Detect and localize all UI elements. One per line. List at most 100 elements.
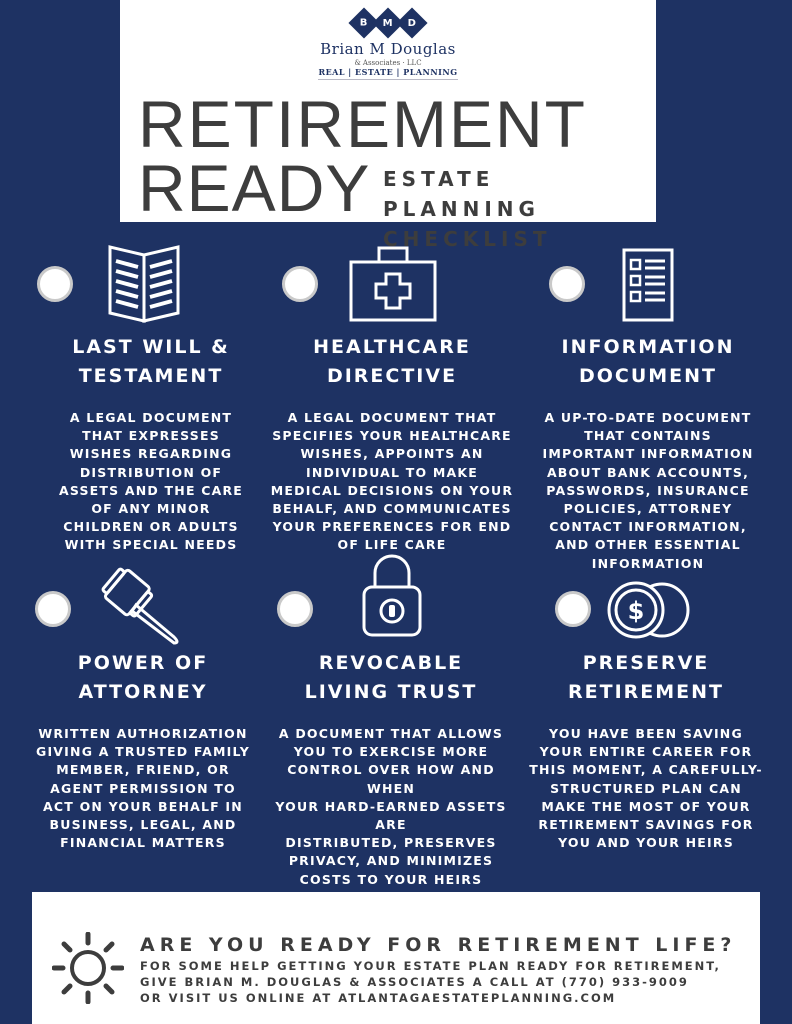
subtitle-line2: CHECKLIST [383, 227, 552, 251]
desc-line: THIS MOMENT, A CAREFULLY- [529, 762, 763, 778]
checkbox-information-document[interactable] [549, 266, 585, 302]
desc-line: SPECIFIES YOUR HEALTHCARE [272, 428, 512, 444]
desc-line: DISTRIBUTION OF [79, 464, 223, 480]
checkbox-healthcare-directive[interactable] [282, 266, 318, 302]
desc-line: PASSWORDS, INSURANCE [546, 482, 750, 498]
desc-line: WISHES REGARDING [69, 446, 233, 462]
item-description: A LEGAL DOCUMENT THAT EXPRESSES WISHES R… [26, 409, 276, 555]
desc-line: BEHALF, AND COMMUNICATES [272, 501, 512, 517]
desc-line: ACT ON YOUR BEHALF IN [43, 798, 243, 814]
logo-sub: & Associates · LLC [354, 59, 422, 67]
item-title: INFORMATION DOCUMENT [523, 333, 773, 391]
sun-icon [52, 932, 124, 1004]
desc-line: A LEGAL DOCUMENT [69, 410, 233, 425]
open-book-icon [108, 245, 180, 323]
desc-line: YOUR HARD-EARNED ASSETS ARE [275, 798, 507, 833]
checkbox-revocable-living-trust[interactable] [277, 591, 313, 627]
footer-cta: ARE YOU READY FOR RETIREMENT LIFE? FOR S… [32, 892, 760, 1024]
logo-marks: B M D [120, 7, 656, 39]
item-title-line: INFORMATION [561, 336, 735, 358]
checklist-item-preserve-retirement: PRESERVE RETIREMENT YOU HAVE BEEN SAVING… [521, 649, 771, 852]
footer-question: ARE YOU READY FOR RETIREMENT LIFE? [140, 934, 737, 956]
desc-line: INDIVIDUAL TO MAKE [305, 464, 479, 480]
item-title-line: LAST WILL & [72, 336, 230, 358]
desc-line: STRUCTURED PLAN CAN [550, 780, 742, 796]
medical-kit-icon [349, 246, 437, 322]
desc-line: MEMBER, FRIEND, OR [56, 762, 230, 778]
logo-tagline: REAL | ESTATE | PLANNING [318, 67, 458, 77]
desc-line: COSTS TO YOUR HEIRS [299, 871, 483, 887]
desc-line: YOUR ENTIRE CAREER FOR [539, 744, 753, 760]
footer-line: FOR SOME HELP GETTING YOUR ESTATE PLAN R… [140, 959, 721, 973]
desc-line: OF LIFE CARE [337, 537, 447, 553]
logo-letter: B [360, 17, 368, 29]
checklist-item-power-of-attorney: POWER OF ATTORNEY WRITTEN AUTHORIZATION … [18, 649, 268, 852]
checklist-item-healthcare-directive: HEALTHCARE DIRECTIVE A LEGAL DOCUMENT TH… [267, 333, 517, 555]
item-title: LAST WILL & TESTAMENT [26, 333, 276, 391]
desc-line: FINANCIAL MATTERS [60, 835, 226, 851]
checkbox-last-will[interactable] [37, 266, 73, 302]
desc-line: YOU HAVE BEEN SAVING [549, 726, 743, 741]
item-title-line: ATTORNEY [78, 681, 208, 703]
item-title-line: TESTAMENT [78, 365, 224, 387]
checklist-icon [622, 248, 674, 322]
logo-divider [318, 79, 458, 80]
desc-line: CONTROL OVER HOW AND WHEN [287, 762, 495, 796]
desc-line: YOU TO EXERCISE MORE [293, 744, 489, 760]
checkbox-power-of-attorney[interactable] [35, 591, 71, 627]
desc-line: PRIVACY, AND MINIMIZES [288, 853, 494, 869]
desc-line: AND OTHER ESSENTIAL [555, 537, 741, 553]
item-description: A DOCUMENT THAT ALLOWS YOU TO EXERCISE M… [266, 725, 516, 889]
gavel-icon [101, 567, 179, 645]
desc-line: A UP-TO-DATE DOCUMENT [544, 410, 752, 425]
item-title: POWER OF ATTORNEY [18, 649, 268, 707]
item-title-line: DOCUMENT [578, 365, 718, 387]
desc-line: BUSINESS, LEGAL, AND [49, 817, 237, 833]
page-subtitle: ESTATE PLANNING CHECKLIST [383, 164, 656, 254]
desc-line: RETIREMENT SAVINGS FOR [538, 817, 754, 833]
footer-line: GIVE BRIAN M. DOUGLAS & ASSOCIATES A CAL… [140, 975, 689, 989]
desc-line: WISHES, APPOINTS AN [300, 446, 484, 462]
padlock-icon [362, 554, 422, 637]
desc-line: YOU AND YOUR HEIRS [558, 835, 734, 851]
item-title-line: PRESERVE [582, 652, 710, 674]
desc-line: POLICIES, ATTORNEY [563, 501, 733, 517]
desc-line: DISTRIBUTED, PRESERVES [285, 835, 497, 851]
logo-name: Brian M Douglas [320, 40, 456, 58]
desc-line: WITH SPECIAL NEEDS [64, 537, 238, 553]
desc-line: IMPORTANT INFORMATION [542, 446, 754, 462]
item-title-line: REVOCABLE [318, 652, 464, 674]
item-description: YOU HAVE BEEN SAVING YOUR ENTIRE CAREER … [521, 725, 771, 852]
logo-letter: D [407, 17, 417, 29]
item-title-line: HEALTHCARE [313, 336, 471, 358]
desc-line: CONTACT INFORMATION, [549, 519, 747, 535]
item-title-line: RETIREMENT [568, 681, 724, 703]
desc-line: A LEGAL DOCUMENT THAT [287, 410, 497, 425]
page-title-line2: READY [138, 151, 371, 225]
desc-line: INFORMATION [591, 555, 705, 571]
checklist-item-last-will: LAST WILL & TESTAMENT A LEGAL DOCUMENT T… [26, 333, 276, 555]
desc-line: MAKE THE MOST OF YOUR [541, 798, 751, 814]
page-title-line1: RETIREMENT [138, 87, 587, 161]
desc-line: YOUR PREFERENCES FOR END [272, 519, 512, 535]
desc-line: MEDICAL DECISIONS ON YOUR [270, 482, 514, 498]
desc-line: OF ANY MINOR [91, 501, 211, 517]
desc-line: AGENT PERMISSION TO [50, 780, 236, 796]
desc-line: ABOUT BANK ACCOUNTS, [546, 464, 750, 480]
desc-line: WRITTEN AUTHORIZATION [38, 726, 248, 741]
item-title-line: DIRECTIVE [326, 365, 458, 387]
checkbox-preserve-retirement[interactable] [555, 591, 591, 627]
checklist-item-information-document: INFORMATION DOCUMENT A UP-TO-DATE DOCUME… [523, 333, 773, 573]
item-description: A UP-TO-DATE DOCUMENT THAT CONTAINS IMPO… [523, 409, 773, 573]
subtitle-line1: ESTATE PLANNING [383, 167, 540, 221]
item-title: PRESERVE RETIREMENT [521, 649, 771, 707]
header-card: B M D Brian M Douglas & Associates · LLC… [120, 0, 656, 251]
item-title: HEALTHCARE DIRECTIVE [267, 333, 517, 391]
desc-line: THAT CONTAINS [584, 428, 712, 444]
coins-icon: $ [607, 581, 690, 639]
item-description: WRITTEN AUTHORIZATION GIVING A TRUSTED F… [18, 725, 268, 852]
svg-text:$: $ [628, 597, 645, 625]
desc-line: ASSETS AND THE CARE [58, 482, 244, 498]
desc-line: CHILDREN OR ADULTS [63, 519, 239, 535]
desc-line: THAT EXPRESSES [82, 428, 220, 444]
